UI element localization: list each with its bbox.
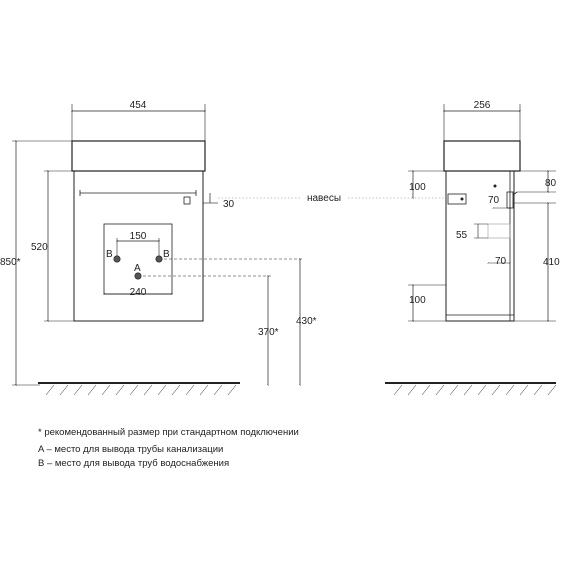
note-point-b: B – место для вывода труб водоснабжения xyxy=(38,458,230,469)
dim-a-height: 370* xyxy=(258,327,279,338)
note-recommended-size: * рекомендованный размер при стандартном… xyxy=(38,427,299,438)
dim-side-bottom-offset: 100 xyxy=(409,295,426,306)
dim-side-depth: 256 xyxy=(474,100,491,111)
pipe-point-b-right xyxy=(155,255,163,263)
label-point-b-right: B xyxy=(163,249,170,260)
dim-side-top-offset: 100 xyxy=(409,182,426,193)
dim-a-width: 240 xyxy=(130,287,147,298)
front-floor-hatch xyxy=(45,384,237,396)
side-inner-shelf xyxy=(487,223,511,239)
front-countertop xyxy=(71,140,206,172)
dim-side-step: 55 xyxy=(456,230,468,241)
side-cabinet-body xyxy=(445,170,515,322)
side-hinge-dot xyxy=(460,197,464,201)
front-view xyxy=(12,104,446,396)
dim-body-height: 520 xyxy=(31,242,48,253)
dim-front-width: 454 xyxy=(130,100,147,111)
side-floor-hatch xyxy=(393,384,557,396)
dim-side-offset: 70 xyxy=(495,256,507,267)
dim-b-spacing: 150 xyxy=(130,231,147,242)
dim-side-hinge: 70 xyxy=(488,195,500,206)
label-point-a: A xyxy=(134,263,141,274)
note-point-a: A – место для вывода трубы канализации xyxy=(38,444,224,455)
pipe-point-a xyxy=(134,272,142,280)
side-countertop xyxy=(443,140,521,172)
dim-hinge-offset: 30 xyxy=(223,199,235,210)
dim-side-bracket: 80 xyxy=(545,178,557,189)
dim-b-height: 430* xyxy=(296,316,317,327)
dim-side-mount-height: 410 xyxy=(543,257,560,268)
front-cabinet-body xyxy=(73,170,204,322)
side-view xyxy=(385,104,557,396)
pipe-point-b-left xyxy=(113,255,121,263)
label-point-b-left: B xyxy=(106,249,113,260)
label-hinges: навесы xyxy=(307,193,341,204)
front-hinge-marker xyxy=(183,196,191,205)
side-mark-dot xyxy=(493,184,497,188)
dim-front-height: 850* xyxy=(0,257,21,268)
side-hinge xyxy=(447,193,467,205)
